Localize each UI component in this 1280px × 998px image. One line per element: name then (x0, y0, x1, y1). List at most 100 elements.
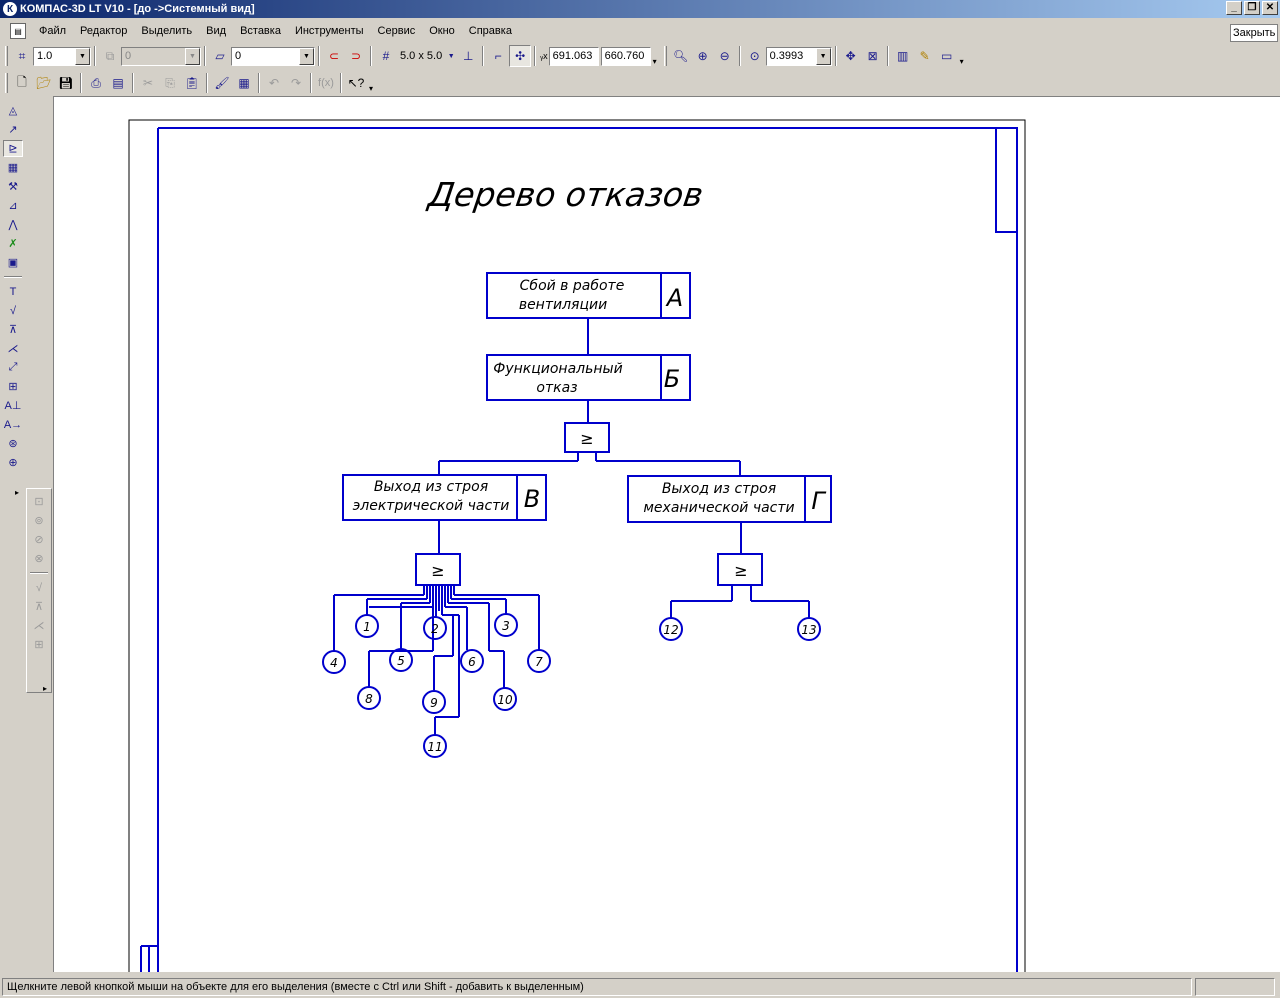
current-state-toolbar: ⌗ 1.0▼ ⧉ 0▼ ▱ 0▼ ⊂ ⊃ # 5.0 x 5.0 ▼ ⊥ ⌐ ✣… (0, 43, 1030, 69)
tolerance-icon[interactable]: A⊥ (4, 400, 22, 412)
zoom-scale-icon[interactable]: ⊙ (749, 49, 760, 63)
spec-icon[interactable]: ✗ (8, 238, 18, 250)
menu-view[interactable]: Вид (206, 25, 227, 37)
close-document-button[interactable]: Закрыть (1230, 24, 1278, 42)
document-icon[interactable]: ▤ (10, 23, 26, 39)
chevron-down-icon[interactable]: ▼ (75, 47, 90, 65)
chevron-down-icon[interactable]: ▼ (447, 52, 455, 60)
scale-icon[interactable]: ⌗ (18, 48, 26, 63)
base-icon[interactable]: ⊼ (8, 324, 18, 336)
designations-icon[interactable]: ⊵ (3, 140, 23, 157)
zoom-window-icon[interactable]: 🔍︎ (672, 49, 689, 63)
event-func-line1: Функциональный (493, 361, 622, 377)
coord-y-field[interactable]: 660.760 (600, 46, 651, 66)
center-mark-icon[interactable]: ⊕ (8, 457, 18, 469)
leaf-circle-2 (423, 616, 447, 640)
leaf-circle-9 (422, 690, 446, 714)
menu-select[interactable]: Выделить (141, 25, 193, 37)
window-title: КОМПАС-3D LT V10 - [до ->Системный вид] (20, 3, 255, 15)
scale-combo[interactable]: 1.0▼ (33, 46, 91, 66)
menu-window[interactable]: Окно (429, 25, 455, 37)
help-pointer-icon[interactable]: ↖? (347, 76, 365, 90)
open-folder-icon[interactable]: 📂︎ (36, 76, 52, 90)
chevron-down-icon[interactable]: ▼ (815, 47, 831, 65)
toolbar-overflow-icon[interactable]: ▾ (959, 57, 964, 66)
ortho-icon[interactable]: ⌐ (494, 49, 502, 63)
style-combo[interactable]: 0▼ (231, 46, 315, 66)
coordinates-xy-icon: ᵧx (540, 51, 548, 61)
table-alt-icon: ⊞ (34, 639, 44, 651)
save-icon[interactable]: 💾︎ (58, 76, 74, 90)
properties-icon[interactable]: ✎ (919, 49, 930, 63)
pan-icon[interactable]: ✥ (845, 49, 856, 63)
drawing-title: Дерево отказов (424, 175, 706, 214)
event-top-line1: Сбой в работе (520, 278, 625, 294)
toolbar-overflow-icon[interactable]: ▾ (368, 84, 373, 93)
sheet-border (128, 119, 1026, 972)
menu-tools[interactable]: Инструменты (294, 25, 364, 37)
snap-magnet-icon[interactable]: ⊂ (328, 49, 340, 63)
identifier-icon: ⊗ (34, 553, 44, 565)
zoom-in-icon[interactable]: ⊕ (697, 49, 708, 63)
fault-tree-drawing[interactable]: Дерево отказов (54, 97, 1280, 972)
select-icon[interactable]: ⋀ (8, 219, 18, 231)
format-brush-icon[interactable]: 🖌︎ (214, 76, 230, 90)
panel-icon[interactable]: ▭ (940, 49, 953, 63)
panel-expand-icon[interactable]: ▸ (43, 684, 48, 693)
position-leader-icon[interactable]: ⤢ (8, 361, 18, 373)
leaf-circle-12 (659, 617, 683, 641)
cut-line-icon[interactable]: ⊛ (8, 438, 18, 450)
grid-icon[interactable]: # (382, 49, 390, 63)
base-alt-icon: ⊼ (34, 601, 44, 613)
editing-icon[interactable]: ▦ (7, 162, 19, 174)
paste-icon[interactable]: 📋︎ (184, 76, 200, 90)
toolbar-grip[interactable] (5, 46, 8, 66)
event-mech-code: Г (811, 487, 826, 515)
leaf-label-11: 11 (427, 740, 442, 754)
event-elec-code: В (524, 485, 540, 513)
dimensions-icon[interactable]: ↗ (8, 124, 18, 136)
zoom-combo[interactable]: 0.3993▼ (765, 46, 832, 66)
report-icon[interactable]: ▣ (7, 257, 19, 269)
coord-x-field[interactable]: 691.063 (548, 46, 599, 66)
leaf-label-8: 8 (365, 692, 373, 706)
menu-editor[interactable]: Редактор (80, 25, 128, 37)
geometry-icon[interactable]: ◬ (8, 105, 18, 117)
grid-step-value[interactable]: 5.0 x 5.0 (400, 50, 443, 62)
document-manager-icon[interactable]: ▤ (112, 76, 124, 90)
leaf-label-6: 6 (468, 655, 476, 669)
leader-icon[interactable]: ⋌ (7, 343, 19, 355)
menu-insert[interactable]: Вставка (240, 25, 281, 37)
new-document-icon[interactable]: 🗋︎ (17, 74, 27, 89)
gate-symbol-main: ≥ (580, 429, 593, 448)
minimize-button[interactable]: _ (1226, 1, 1242, 15)
local-snap-magnet-icon[interactable]: ⊃ (350, 49, 362, 63)
text-icon[interactable]: T (9, 285, 17, 298)
panel-expand-icon[interactable]: ▸ (15, 488, 20, 497)
measure-icon[interactable]: ⊿ (8, 200, 18, 212)
parametrization-icon[interactable]: ⚒ (8, 181, 18, 193)
round-icon[interactable]: ✣ (509, 45, 532, 67)
show-all-icon[interactable]: ⊠ (867, 49, 878, 63)
event-func-code: Б (664, 365, 680, 393)
toolbar-overflow-icon[interactable]: ▾ (652, 57, 657, 66)
local-coordinates-icon[interactable]: ⊥ (462, 49, 474, 63)
drawing-canvas[interactable]: Дерево отказов (53, 96, 1280, 972)
roughness-alt-icon: √ (35, 581, 43, 594)
menu-help[interactable]: Справка (468, 25, 512, 37)
roughness-icon[interactable]: √ (9, 304, 17, 317)
menu-file[interactable]: Файл (39, 25, 67, 37)
refresh-icon[interactable]: ▥ (896, 49, 909, 63)
style-icon[interactable]: ▱ (215, 49, 225, 63)
view-arrow-icon[interactable]: A→ (3, 418, 23, 431)
zoom-out-icon[interactable]: ⊖ (719, 49, 730, 63)
table-icon[interactable]: ⊞ (8, 381, 18, 393)
close-window-button[interactable]: ✕ (1262, 1, 1278, 15)
library-manager-icon[interactable]: ▦ (238, 76, 250, 90)
menu-service[interactable]: Сервис (377, 25, 416, 37)
toolbar-grip[interactable] (5, 73, 8, 93)
restore-button[interactable]: ❐ (1244, 1, 1260, 15)
chevron-down-icon[interactable]: ▼ (299, 47, 314, 65)
variables-button: f(x) (318, 77, 334, 89)
print-preview-icon[interactable]: ⎙ (91, 75, 101, 90)
